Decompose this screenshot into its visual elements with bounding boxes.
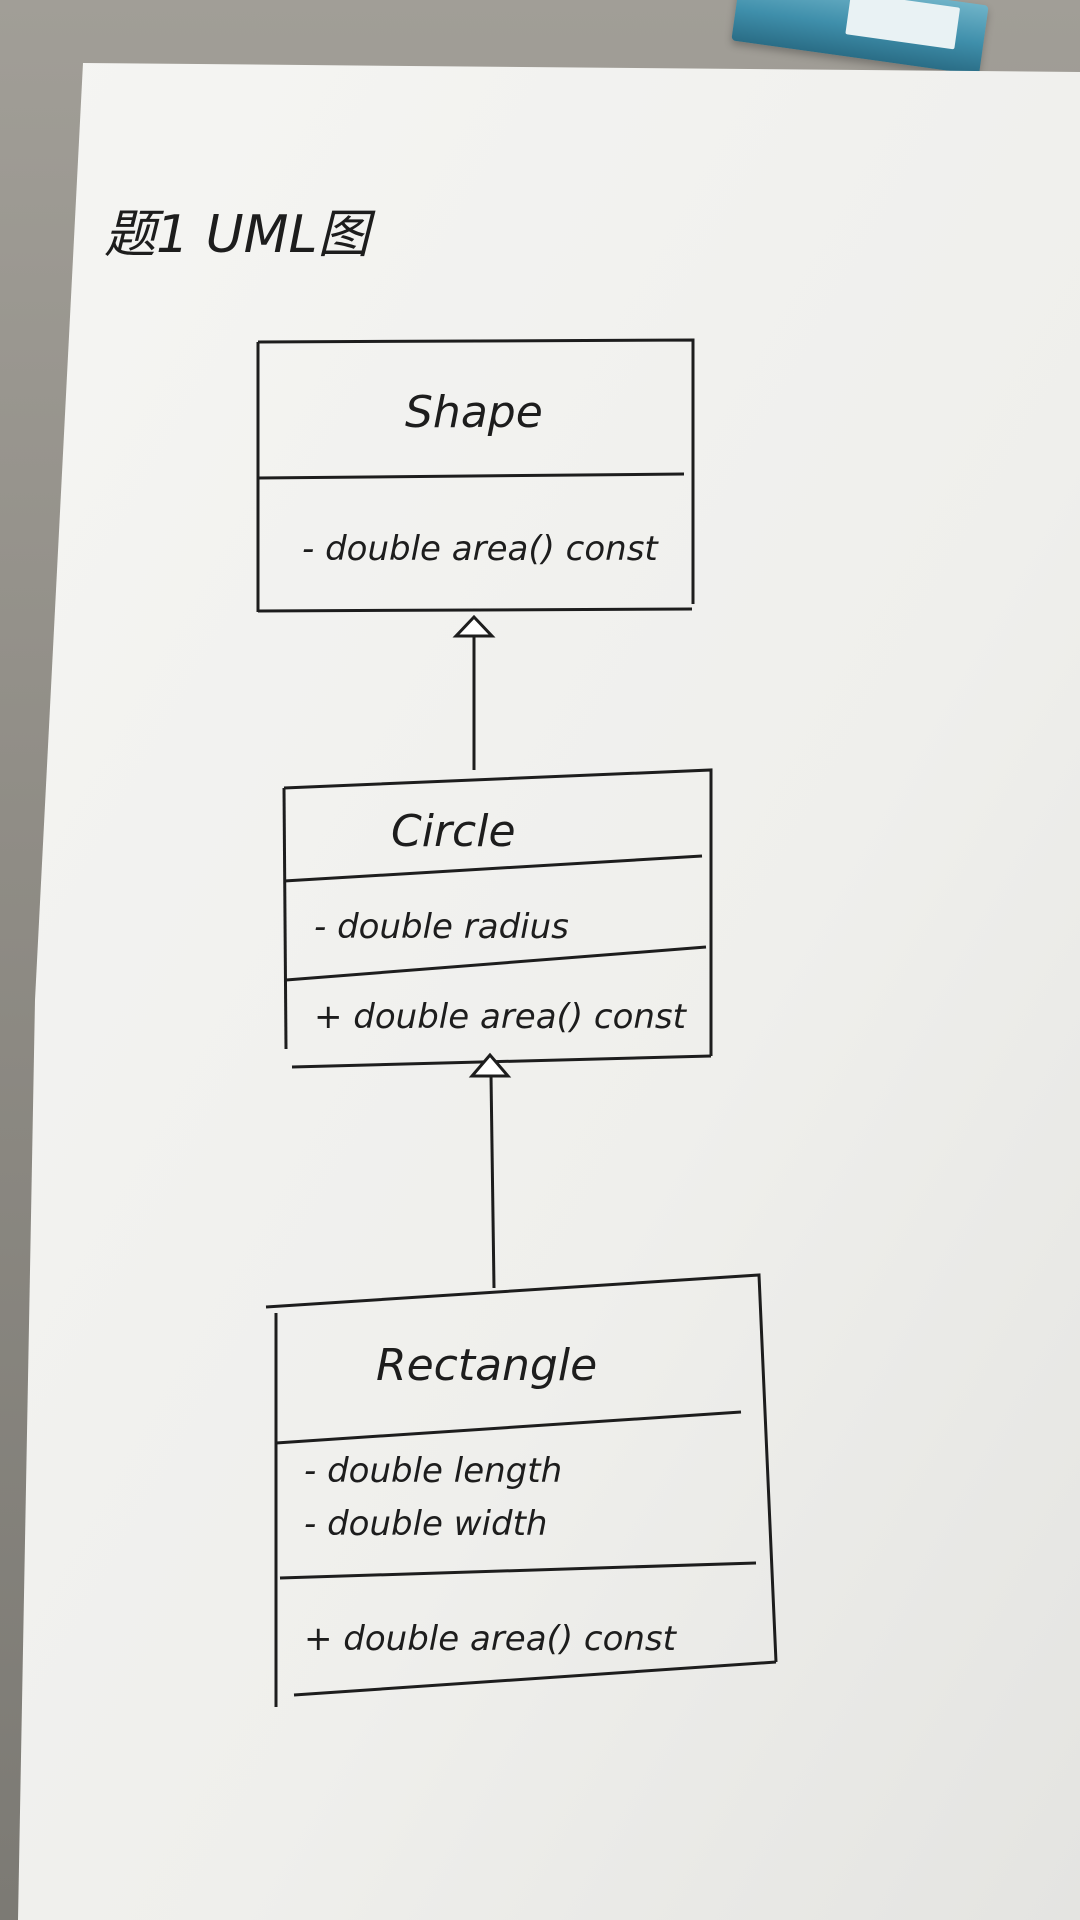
circle-box-right-top xyxy=(283,768,713,1056)
uml-class-rectangle: Rectangle - double length - double width… xyxy=(265,1273,778,1707)
rectangle-box-bottom xyxy=(293,1660,777,1697)
rectangle-attribute-length: - double length xyxy=(304,1451,562,1491)
inheritance-line-rectangle-circle xyxy=(489,1074,496,1289)
circle-class-name: Circle xyxy=(391,806,516,857)
circle-box-bottom xyxy=(291,1054,712,1069)
shape-class-name: Shape xyxy=(405,387,543,438)
paper-surface xyxy=(18,63,1080,1920)
circle-divider-1 xyxy=(283,854,703,883)
shape-divider-1 xyxy=(257,472,685,480)
circle-divider-2 xyxy=(285,945,707,982)
rectangle-attribute-width: - double width xyxy=(304,1504,547,1544)
diagram-title: 题1 UML图 xyxy=(104,205,377,265)
circle-method-area: + double area() const xyxy=(314,997,688,1037)
inheritance-arrowhead-circle xyxy=(468,1052,512,1078)
shape-box-bottom xyxy=(257,607,693,613)
rectangle-divider-2 xyxy=(279,1561,757,1580)
rectangle-class-name: Rectangle xyxy=(376,1340,597,1391)
uml-class-shape: Shape - double area() const xyxy=(256,338,695,613)
rectangle-method-area: + double area() const xyxy=(304,1619,678,1659)
inheritance-circle-to-shape xyxy=(452,614,496,770)
shape-method-area: - double area() const xyxy=(302,529,659,569)
inheritance-arrowhead-shape xyxy=(452,614,496,638)
inheritance-rectangle-to-circle xyxy=(468,1052,512,1289)
uml-class-circle: Circle - double radius + double area() c… xyxy=(282,768,713,1069)
circle-attribute-radius: - double radius xyxy=(314,907,569,947)
rectangle-divider-1 xyxy=(275,1410,742,1445)
shape-box-right-top xyxy=(257,338,695,604)
circle-box-left xyxy=(282,787,288,1050)
rectangle-box-right-top xyxy=(265,1273,778,1663)
